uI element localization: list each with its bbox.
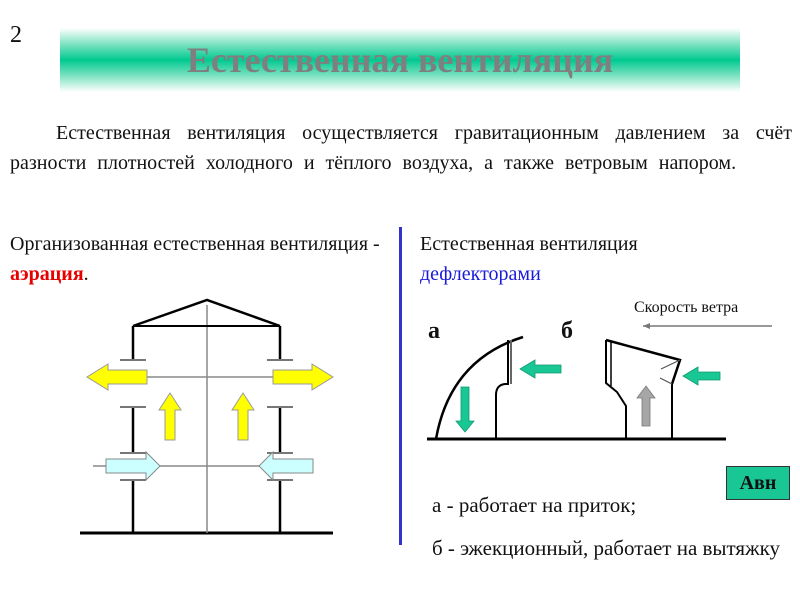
legend-a: а - работает на приток; (432, 493, 637, 517)
wind-speed-label: Скорость ветра (634, 299, 739, 316)
exhaust-arrow-left-icon (86, 363, 148, 391)
warm-air-arrow-right-icon (231, 392, 255, 441)
section-divider (399, 227, 402, 545)
deflector-b-vane-lower (659, 377, 673, 385)
supply-arrow-left-icon (105, 450, 161, 482)
supply-arrow-right-icon (258, 450, 314, 482)
title-band: Естественная вентиляция (60, 28, 740, 92)
downflow-arrow-a-icon (455, 386, 475, 433)
inflow-arrow-b-icon (682, 366, 721, 386)
legend-b: б - эжекционный, работает на вытяжку (432, 536, 781, 560)
slide-title: Естественная вентиляция (186, 40, 614, 80)
deflector-b-outer (605, 338, 682, 385)
exhaust-arrow-b-icon (636, 385, 656, 427)
aeration-heading-text: Организованная естественная вентиляция - (10, 233, 380, 255)
exhaust-arrow-right-icon (272, 363, 334, 391)
roof (132, 298, 281, 328)
aeration-heading: Организованная естественная вентиляция -… (10, 229, 390, 289)
deflector-a-label: а (428, 318, 440, 344)
intro-paragraph: Естественная вентиляция осуществляется г… (10, 122, 792, 174)
deflector-term: дефлекторами (420, 263, 541, 285)
deflector-b-label: б (561, 318, 573, 344)
aeration-heading-suffix: . (83, 263, 89, 285)
warm-air-arrow-left-icon (158, 392, 182, 441)
deflector-b-body (605, 340, 627, 439)
deflector-heading: Естественная вентиляция дефлекторами (420, 229, 790, 289)
slide-number: 2 (10, 22, 22, 48)
deflector-heading-text: Естественная вентиляция (420, 233, 638, 255)
aeration-term: аэрация (10, 263, 84, 285)
deflector-a-body (495, 340, 509, 439)
wind-direction-arrowhead-icon (643, 323, 650, 329)
deflector-a-hood (434, 335, 524, 440)
deflector-b-vane-upper (660, 359, 681, 370)
inflow-arrow-a-icon (519, 359, 562, 379)
avn-button[interactable]: Авн (726, 466, 790, 500)
